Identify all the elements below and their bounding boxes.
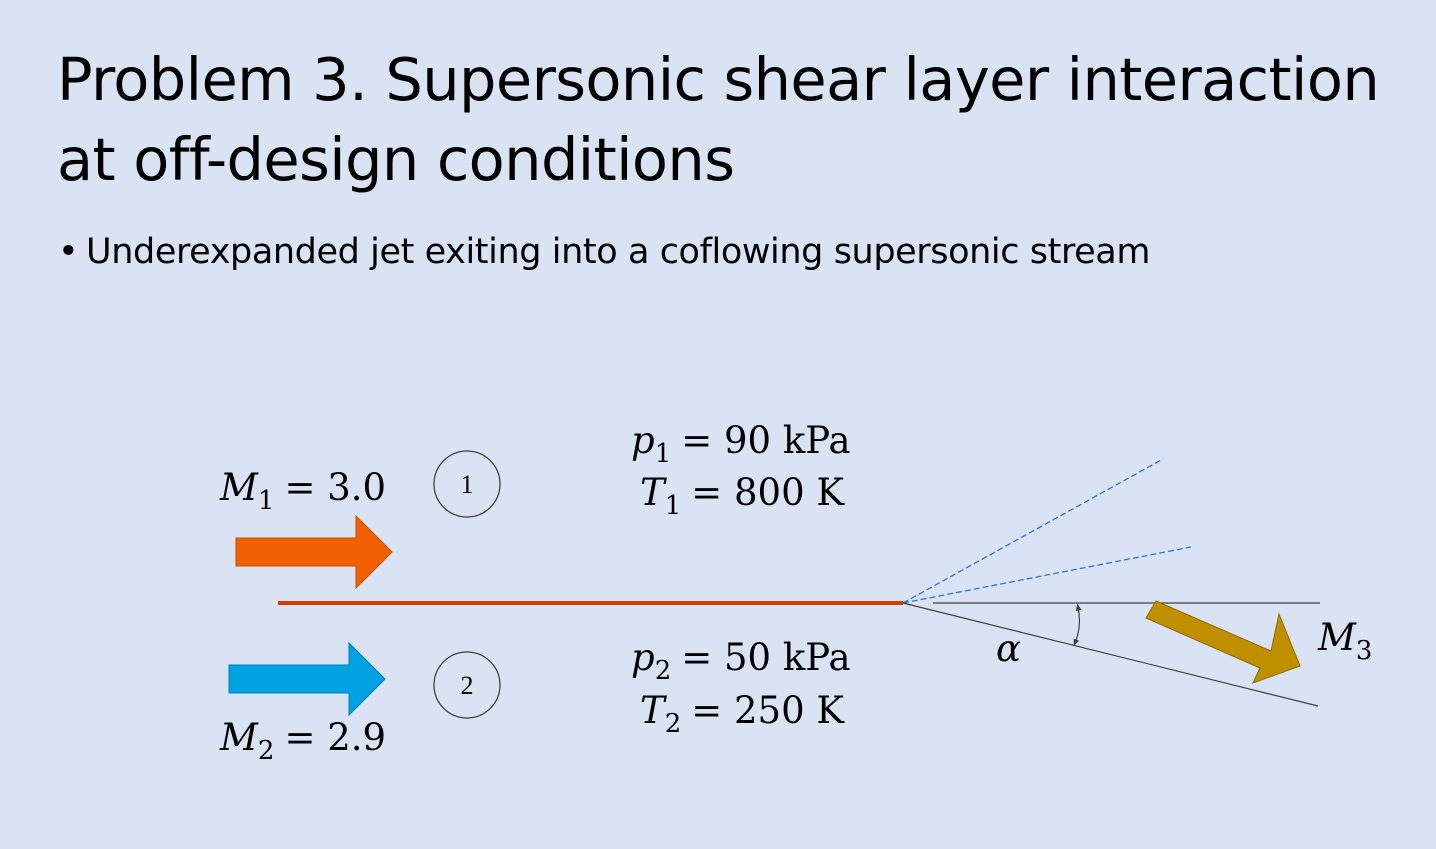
mach-2-symbol: M (219, 716, 259, 759)
expansion-wave-lower (902, 546, 1192, 604)
mach-1-subscript: 1 (258, 486, 275, 516)
stream-1-flow-arrow (235, 514, 393, 590)
outlet-flow-arrow (1145, 600, 1301, 684)
pressure-1-label: p1 = 90 kPa (631, 419, 851, 469)
stream-2-flow-arrow (228, 641, 386, 717)
region-1-marker: 1 (433, 450, 501, 518)
alpha-label: α (996, 627, 1021, 670)
temperature-1-subscript: 1 (665, 491, 682, 521)
mach-3-subscript: 3 (1356, 636, 1373, 666)
region-1-circle (433, 450, 501, 518)
bullet-marker: • (58, 232, 79, 272)
mach-2-value: = 2.9 (284, 716, 386, 759)
temperature-2-value: = 250 K (691, 689, 845, 732)
temperature-2-symbol: T (640, 689, 667, 732)
mach-1-value: = 3.0 (284, 466, 386, 509)
pressure-2-value: = 50 kPa (681, 636, 850, 679)
title-line-2: at off-design conditions (57, 125, 735, 194)
slide-title: Problem 3. Supersonic shear layer intera… (57, 40, 1427, 200)
expansion-wave-upper (902, 458, 1164, 604)
region-2-number: 2 (461, 671, 474, 700)
region-2-marker: 2 (433, 651, 501, 719)
mach-2-label: M2 = 2.9 (219, 716, 386, 766)
mach-1-label: M1 = 3.0 (219, 466, 386, 516)
temperature-2-subscript: 2 (665, 709, 682, 739)
region-2-circle (433, 651, 501, 719)
temperature-1-value: = 800 K (691, 471, 845, 514)
bullet-text: Underexpanded jet exiting into a coflowi… (86, 232, 1151, 272)
temperature-2-label: T2 = 250 K (640, 689, 845, 739)
temperature-1-label: T1 = 800 K (640, 471, 845, 521)
pressure-2-subscript: 2 (655, 656, 672, 686)
pressure-2-label: p2 = 50 kPa (631, 636, 851, 686)
mach-3-label: M3 (1317, 616, 1372, 666)
mach-1-symbol: M (219, 466, 259, 509)
pressure-1-value: = 90 kPa (681, 419, 850, 462)
angle-arrow (1073, 603, 1082, 647)
deflected-shear-layer (902, 602, 1319, 707)
temperature-1-symbol: T (640, 471, 667, 514)
mach-3-symbol: M (1317, 616, 1357, 659)
region-1-number: 1 (461, 470, 474, 499)
title-line-1: Problem 3. Supersonic shear layer intera… (57, 45, 1380, 114)
bullet-point: •Underexpanded jet exiting into a coflow… (58, 226, 1150, 278)
pressure-1-subscript: 1 (655, 439, 672, 469)
mach-2-subscript: 2 (258, 736, 275, 766)
pressure-2-symbol: p (631, 636, 655, 679)
pressure-1-symbol: p (631, 419, 655, 462)
